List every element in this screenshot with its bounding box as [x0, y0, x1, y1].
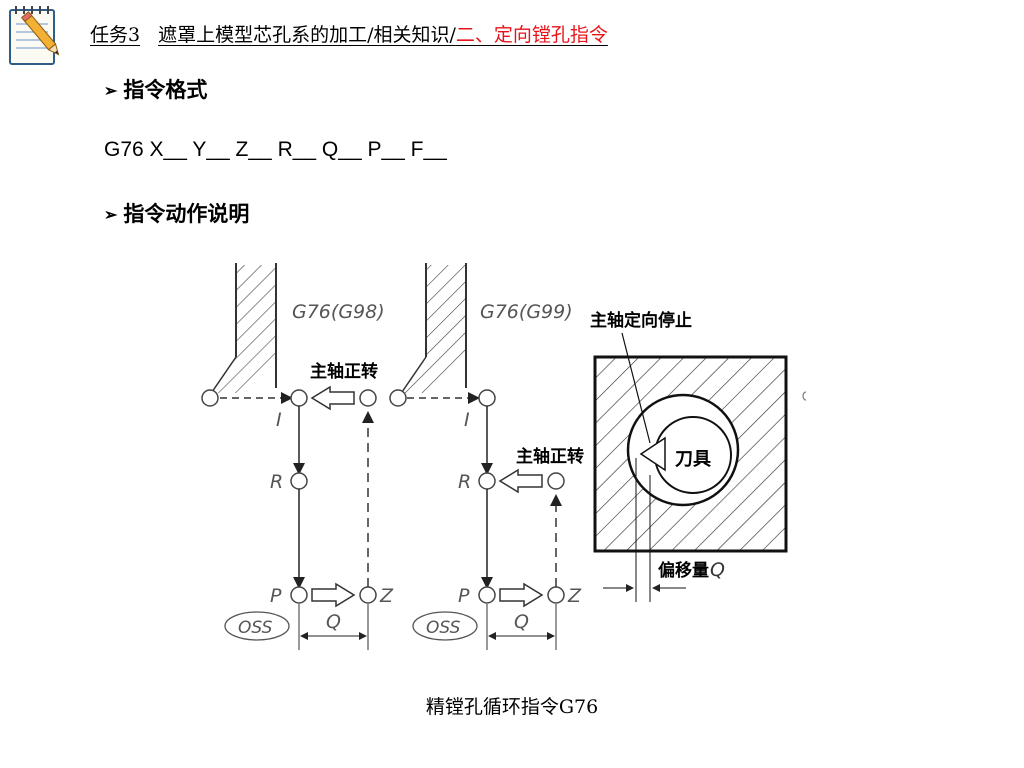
label-z-left: Z: [379, 585, 394, 607]
offset-symbol: Q: [710, 559, 725, 581]
spindle-orient-stop-label: 主轴定向停止: [590, 310, 692, 331]
mode-label-g99: G76(G99): [480, 301, 573, 323]
label-q-left: Q: [326, 611, 341, 633]
mode-label-g98: G76(G98): [292, 301, 385, 323]
breadcrumb-path: 遮罩上模型芯孔系的加工/相关知识/: [158, 24, 456, 46]
label-r-right: R: [458, 471, 471, 493]
label-i-left: I: [276, 409, 282, 431]
g76-diagram: G76(G98) 主轴正转 I R P Z Q OSS: [201, 263, 807, 650]
label-q-right: Q: [514, 611, 529, 633]
spindle-forward-left: 主轴正转: [310, 361, 378, 382]
label-z-right: Z: [567, 585, 582, 607]
workpiece-left: [211, 263, 277, 393]
label-p-left: P: [270, 585, 282, 607]
r-point-circle: [290, 472, 308, 490]
orientation-view: 刀具 主轴定向停止 偏移量 Q: [590, 310, 807, 602]
breadcrumb: 任务3 遮罩上模型芯孔系的加工/相关知识/二、定向镗孔指令: [90, 20, 608, 47]
section-format: ➢ 指令格式: [104, 74, 207, 104]
workpiece-right: [401, 263, 467, 393]
oss-label-right: OSS: [426, 618, 461, 638]
section-format-title: 指令格式: [123, 77, 208, 102]
label-i-right: I: [464, 409, 470, 431]
start-point-circle: [201, 389, 219, 407]
triangle-bullet-icon: ➢: [104, 204, 118, 224]
spindle-forward-right: 主轴正转: [516, 446, 584, 467]
tool-label: 刀具: [675, 449, 711, 470]
initial-point-circle: [290, 389, 308, 407]
section-action-title: 指令动作说明: [123, 201, 250, 226]
breadcrumb-task: 任务3: [90, 24, 141, 46]
notebook-pencil-icon: [9, 6, 60, 65]
oss-label-left: OSS: [238, 618, 273, 638]
offset-label: 偏移量: [658, 560, 709, 581]
breadcrumb-current: 二、定向镗孔指令: [455, 24, 608, 46]
label-r-left: R: [270, 471, 283, 493]
figure-caption: 精镗孔循环指令G76: [425, 696, 599, 718]
triangle-bullet-icon: ➢: [104, 80, 118, 100]
section-action: ➢ 指令动作说明: [104, 198, 249, 228]
left-cycle: G76(G98) 主轴正转 I R P Z Q OSS: [201, 263, 394, 650]
return-point-circle: [359, 389, 377, 407]
z-point-circle: [359, 586, 377, 604]
right-cycle: G76(G99) I R 主轴正转 P Z Q OSS: [389, 263, 584, 650]
label-p-right: P: [458, 585, 470, 607]
p-point-circle: [290, 586, 308, 604]
command-syntax: G76 X__ Y__ Z__ R__ Q__ P__ F__: [104, 138, 447, 161]
